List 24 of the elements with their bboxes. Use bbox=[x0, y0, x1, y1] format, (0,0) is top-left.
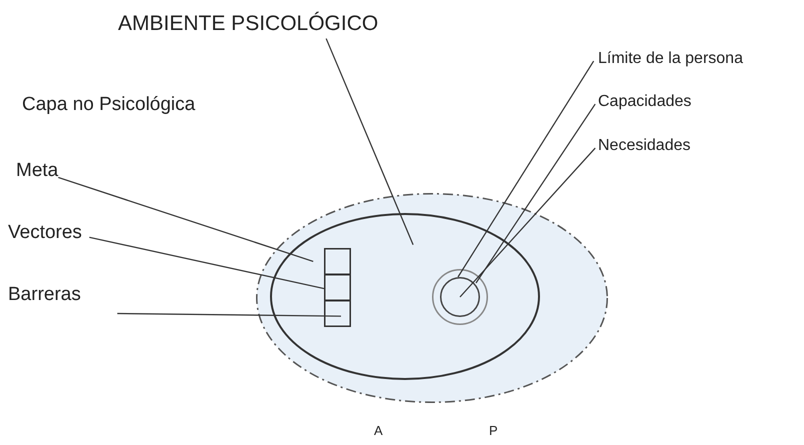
axis-letter: P bbox=[489, 424, 498, 438]
cell-rectangle bbox=[324, 300, 351, 327]
axis-letter: A bbox=[374, 424, 383, 438]
outer-ring bbox=[432, 269, 488, 325]
leader-line bbox=[117, 312, 342, 317]
inner-ellipse bbox=[270, 213, 540, 380]
part-label: Necesidades bbox=[598, 137, 690, 156]
leader-line bbox=[58, 176, 314, 262]
part-label: Vectores bbox=[8, 222, 82, 244]
outer-ellipse bbox=[256, 193, 608, 403]
part-label: Capacidades bbox=[598, 93, 692, 112]
heading-label: AMBIENTE PSICOLÓGICO bbox=[118, 12, 378, 36]
leader-line bbox=[476, 104, 596, 284]
part-label: Barreras bbox=[8, 284, 81, 306]
part-label: Meta bbox=[16, 160, 58, 182]
leader-line bbox=[89, 236, 324, 290]
part-label: Límite de la persona bbox=[598, 50, 743, 68]
layer-label: Capa no Psicológica bbox=[22, 95, 196, 116]
cell-rectangle bbox=[324, 248, 351, 275]
leader-line bbox=[460, 148, 596, 298]
inner-circle bbox=[440, 277, 480, 317]
leader-line bbox=[326, 38, 414, 245]
leader-line bbox=[458, 60, 594, 278]
cell-rectangle bbox=[324, 274, 351, 301]
